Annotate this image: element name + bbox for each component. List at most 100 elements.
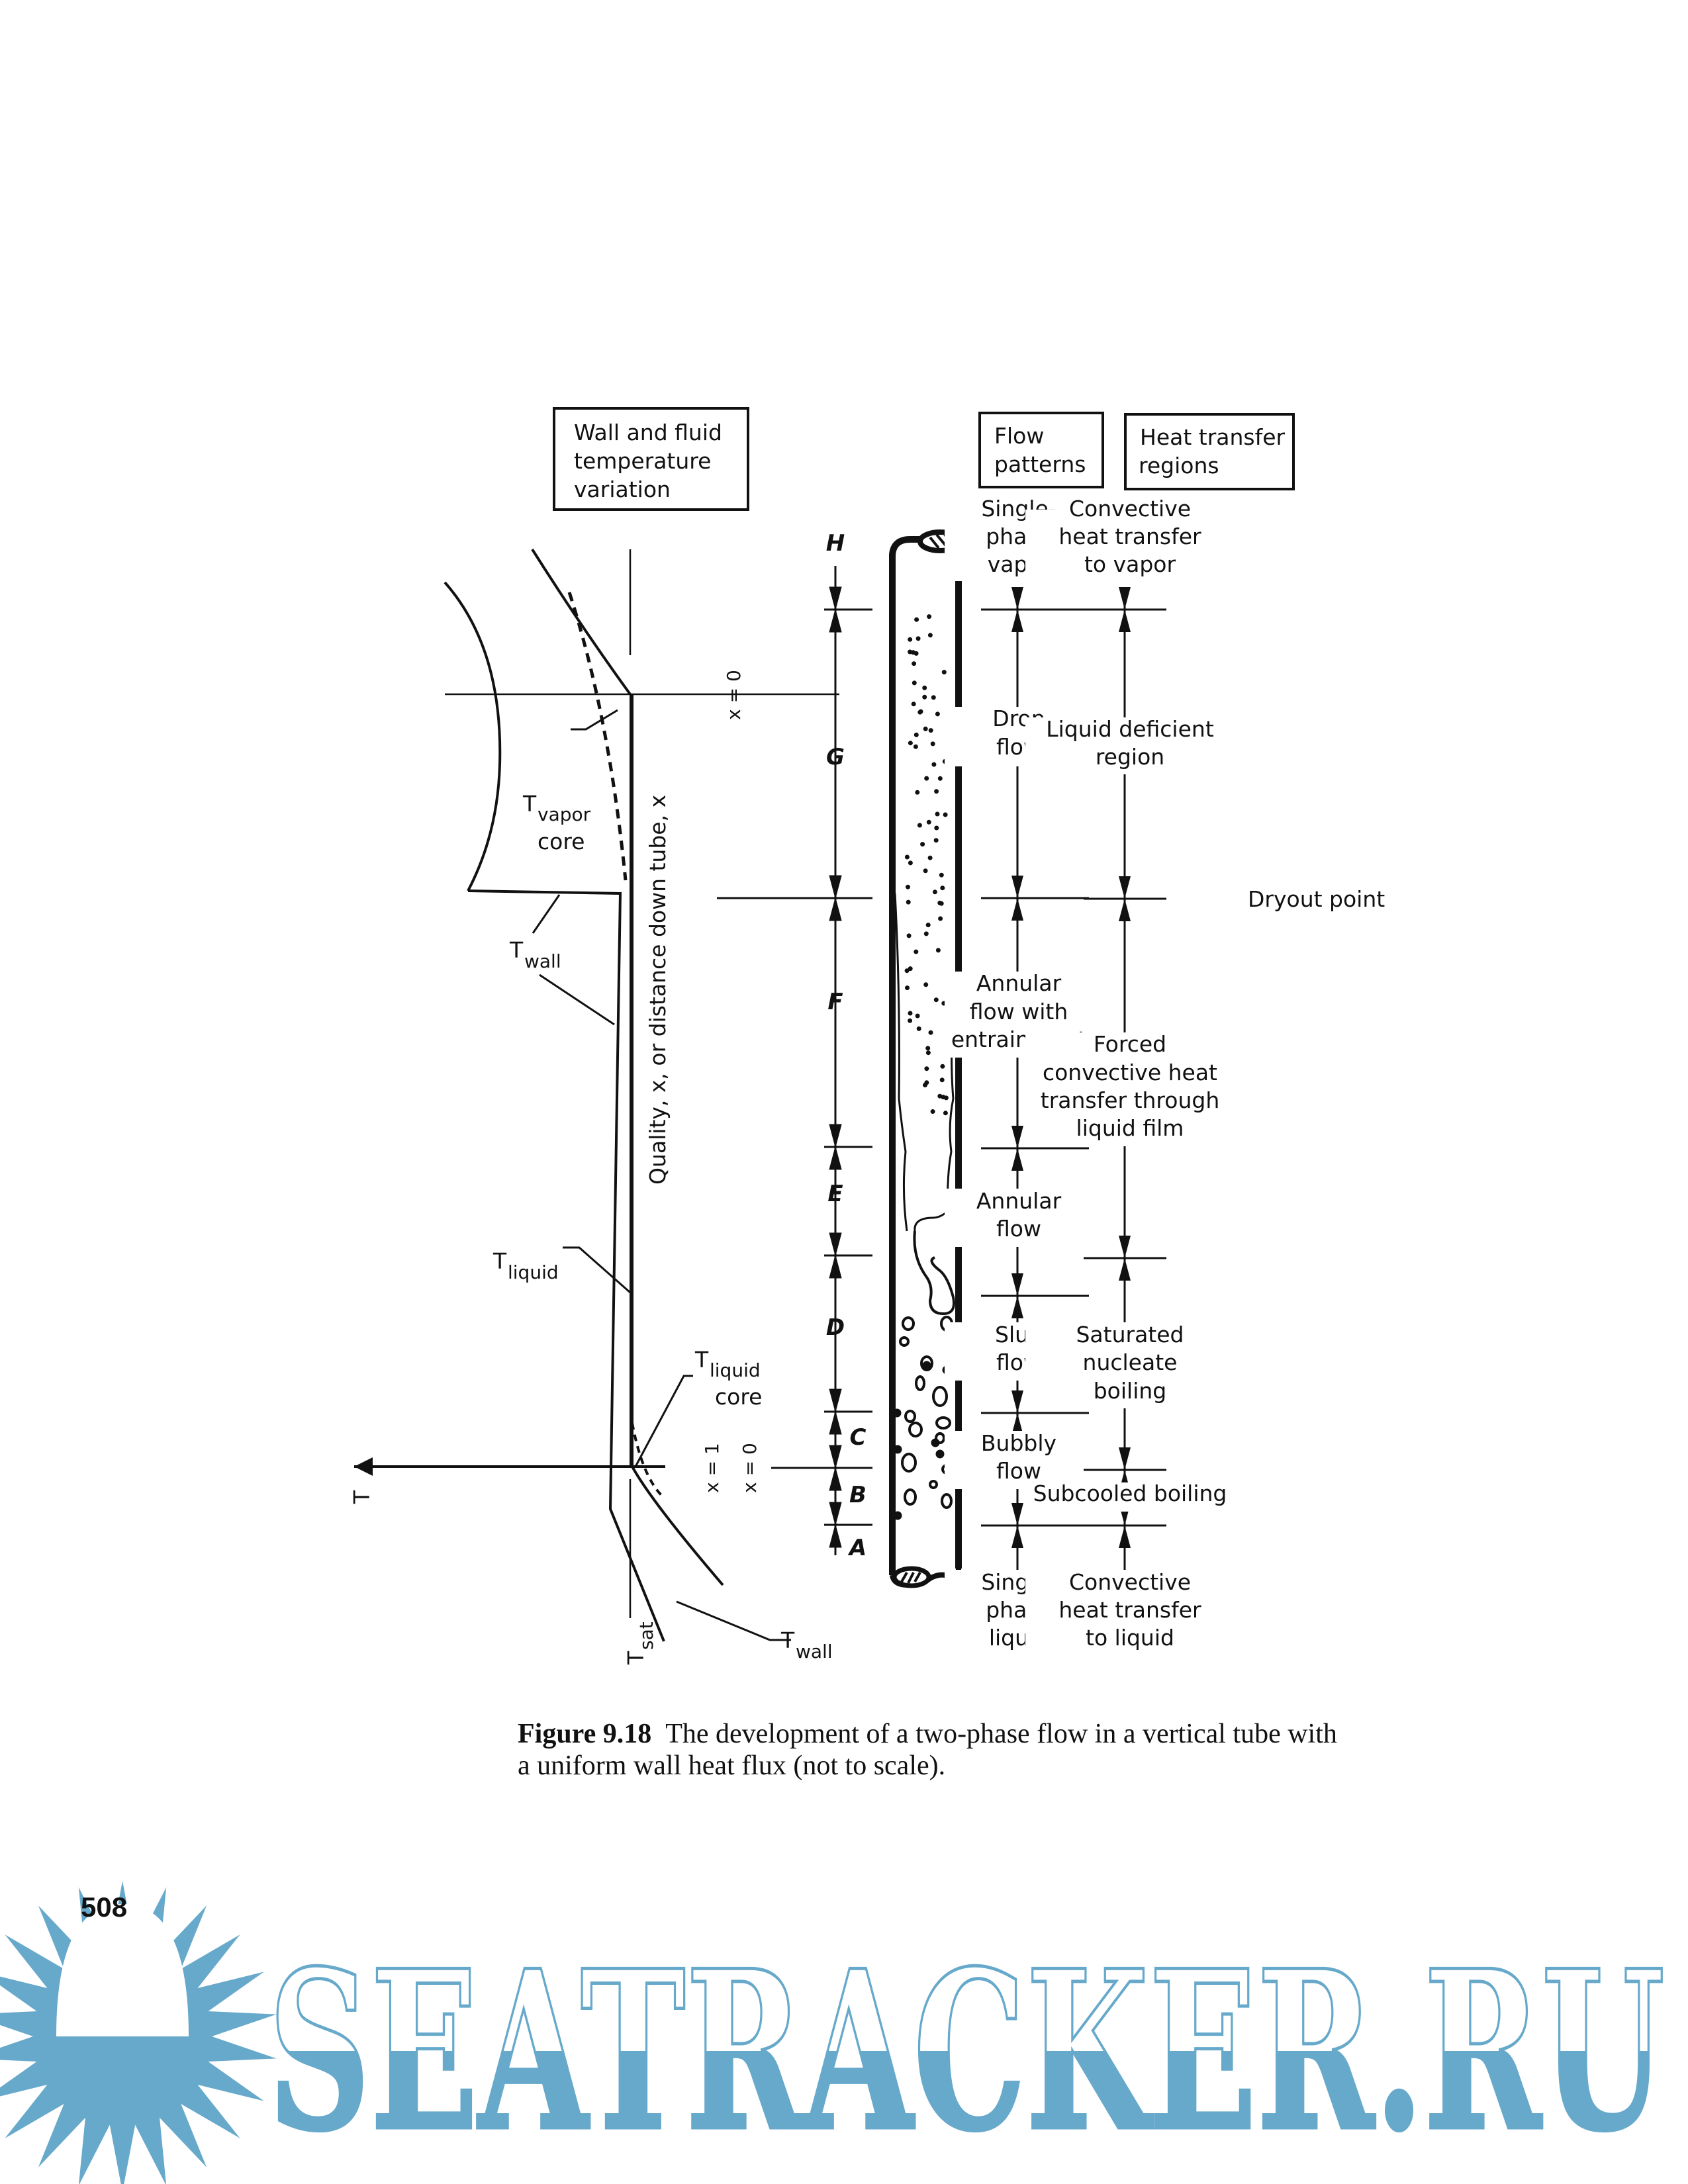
bubble (920, 1355, 933, 1371)
t-wall-top-line (531, 548, 632, 696)
t-liquid-label: T liquid (492, 1248, 559, 1283)
flow-division-4 (981, 1390, 1089, 1435)
header-box-flow-patterns: Flow patterns (978, 412, 1104, 488)
svg-text:core: core (538, 829, 585, 854)
heat-transfer-line: boiling (1094, 1378, 1167, 1404)
heat-transfer-line: Saturated (1076, 1322, 1184, 1347)
t-vapor-core-dashed (567, 592, 628, 881)
t-liquid-core-label: T liquid core (694, 1347, 762, 1410)
svg-text:core: core (715, 1384, 762, 1410)
flow-pattern-line: flow with (970, 999, 1068, 1024)
bubble (908, 1422, 923, 1437)
bubble (904, 1488, 917, 1506)
bubble (941, 1493, 953, 1509)
flow-division-5 (981, 1503, 1089, 1548)
svg-text:T: T (780, 1627, 795, 1653)
svg-text:T: T (492, 1248, 507, 1274)
header-temperature-line2: temperature (574, 448, 711, 474)
flow-pattern-line: flow (996, 1216, 1041, 1242)
t-wall-lower-diagonal (631, 1466, 724, 1586)
heat-transfer-line: region (1096, 744, 1164, 770)
flow-pattern-line: Bubbly (981, 1430, 1056, 1456)
page-number: 508 (81, 1891, 128, 1923)
x-eq-1-label: x = 1 (701, 1443, 723, 1493)
heat-transfer-line: to vapor (1084, 551, 1176, 577)
region-division-3 (824, 1232, 872, 1279)
heat-transfer-line: Subcooled boiling (1033, 1480, 1227, 1506)
flow-pattern-line: flow (996, 1458, 1041, 1484)
figure-caption-text: The development of a two-phase flow in a… (518, 1719, 1337, 1781)
region-division-4 (824, 1388, 872, 1435)
region-division-2 (824, 1124, 872, 1170)
heat-transfer-line: transfer through (1041, 1087, 1219, 1113)
header-box-temperature: Wall and fluid temperature variation (553, 407, 749, 511)
svg-text:wall: wall (796, 1641, 833, 1662)
t-axis-label: T (349, 1490, 375, 1504)
svg-text:T: T (694, 1347, 709, 1373)
leader-t-wall-bottom (676, 1600, 791, 1641)
bubble (902, 1316, 915, 1331)
header-heat-line2: regions (1139, 453, 1219, 478)
figure-caption: Figure 9.18 The development of a two-pha… (518, 1718, 1345, 1782)
flow-division-3 (981, 1273, 1089, 1318)
heat-division-0 (1084, 587, 1166, 632)
svg-text:vapor: vapor (538, 803, 591, 825)
heat-transfer-line: Convective (1069, 1569, 1191, 1595)
t-liquid-core-dashed (631, 1422, 663, 1497)
heat-division-1 (1084, 876, 1166, 921)
tube-particles (892, 614, 953, 1520)
svg-text:liquid: liquid (508, 1261, 559, 1283)
t-sat-label: T sat (623, 1621, 657, 1665)
header-flow-line1: Flow (994, 423, 1044, 449)
header-temperature-line1: Wall and fluid (574, 420, 722, 445)
svg-text:wall: wall (524, 950, 561, 972)
svg-text:T: T (522, 791, 537, 817)
region-letter-g: G (826, 744, 845, 770)
t-wall-step (467, 889, 665, 1642)
tube (889, 529, 962, 1588)
header-flow-line2: patterns (994, 451, 1086, 477)
flow-pattern-line: Annular (976, 970, 1062, 996)
region-letter-c: C (850, 1424, 867, 1451)
leader-t-liquid-core (634, 1375, 693, 1467)
region-axis (824, 566, 872, 1555)
bubble (929, 1480, 938, 1489)
svg-text:T: T (509, 937, 524, 963)
liquid-film-right (914, 992, 955, 1232)
leader-t-liquid (563, 1246, 631, 1294)
leader-t-wall-top (532, 894, 561, 934)
header-temperature-line3: variation (574, 477, 671, 502)
dryout-point-label: Dryout point (1248, 886, 1385, 912)
bubble (899, 1336, 910, 1347)
heat-transfer-line: heat transfer (1058, 1597, 1201, 1623)
bubble (901, 1453, 917, 1473)
svg-text:liquid: liquid (710, 1359, 761, 1381)
heat-transfer-line: to liquid (1086, 1625, 1174, 1651)
region-division-6 (824, 1502, 872, 1548)
t-wall-vapor-curve (444, 581, 502, 891)
bubble (904, 1410, 916, 1423)
flow-division-2 (981, 1126, 1089, 1171)
region-letter-d: D (826, 1314, 845, 1341)
bubble (935, 1416, 951, 1430)
heat-transfer-line: liquid film (1076, 1115, 1184, 1141)
x-eq-0-bottom-label: x = 0 (739, 1443, 761, 1493)
sun-logo-icon (0, 1881, 277, 2184)
t-wall-bottom-label: T wall (780, 1627, 833, 1662)
heat-transfer-region-4: Subcooled boiling (1025, 1480, 1227, 1512)
bubble (932, 1386, 948, 1407)
header-heat-line1: Heat transfer (1140, 424, 1286, 450)
heat-transfer-line: Liquid deficient (1046, 716, 1214, 742)
heat-division-2 (1084, 1236, 1166, 1281)
quality-axis-label: Quality, x, or distance down tube, x (645, 795, 671, 1185)
leader-t-vapor-core (571, 709, 618, 731)
temperature-plot (354, 548, 839, 1642)
watermark: SEATRACKER.RU (0, 1881, 1667, 2184)
t-wall-top-label: T wall (509, 937, 561, 972)
